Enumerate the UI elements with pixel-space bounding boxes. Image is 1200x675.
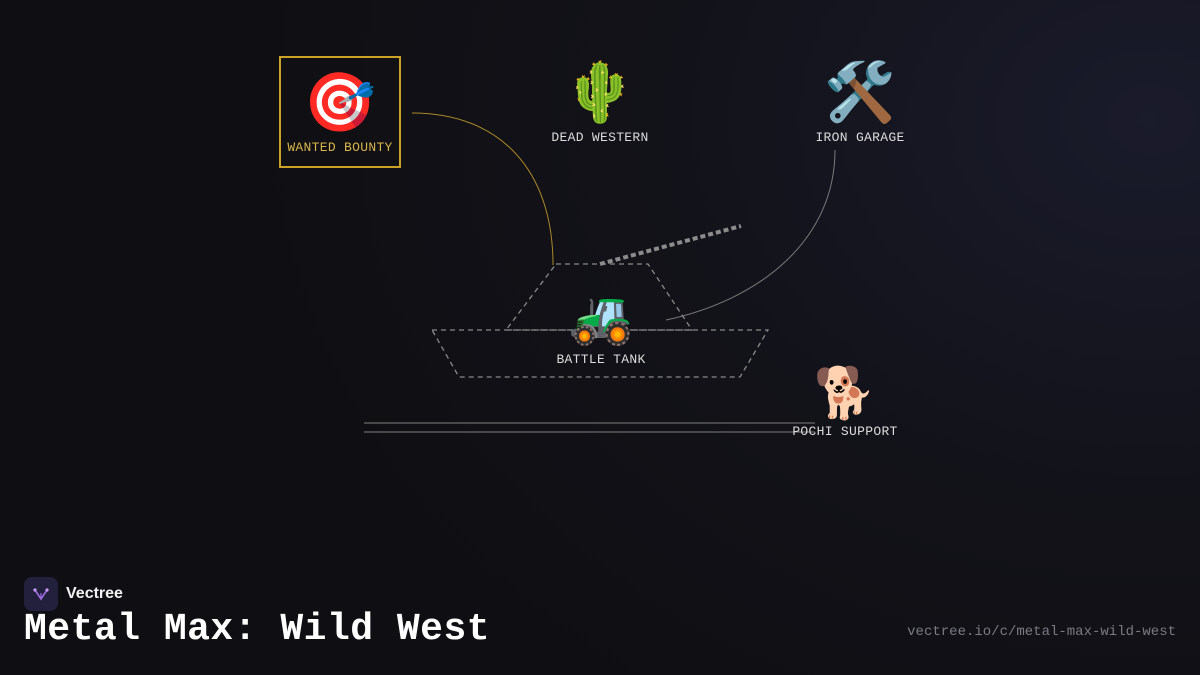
edge-garage-tank	[665, 149, 836, 321]
tank-hull-outline	[430, 329, 770, 378]
node-dead-western[interactable]: 🌵 DEAD WESTERN	[540, 60, 660, 145]
node-label: POCHI SUPPORT	[792, 424, 898, 439]
node-label: DEAD WESTERN	[551, 130, 649, 145]
brand[interactable]: Vectree	[24, 577, 123, 611]
node-label: IRON GARAGE	[815, 130, 905, 145]
tank-turret-outline	[504, 263, 694, 331]
vectree-logo-icon	[24, 577, 58, 611]
hammer-wrench-icon: 🛠️	[823, 58, 897, 126]
tank-barrel	[599, 224, 742, 266]
tractor-icon: 🚜	[568, 288, 634, 348]
node-label: BATTLE TANK	[556, 352, 646, 367]
brand-name: Vectree	[66, 585, 123, 602]
cactus-icon: 🌵	[563, 58, 637, 126]
edge-bounty-tank	[411, 112, 554, 266]
page-title: Metal Max: Wild West	[24, 608, 491, 651]
node-wanted-bounty[interactable]: 🎯 WANTED BOUNTY	[279, 56, 401, 168]
node-label: WANTED BOUNTY	[287, 140, 393, 155]
dog-icon: 🐕	[813, 364, 877, 422]
node-iron-garage[interactable]: 🛠️ IRON GARAGE	[800, 60, 920, 145]
node-pochi-support[interactable]: 🐕 POCHI SUPPORT	[780, 366, 910, 439]
source-url[interactable]: vectree.io/c/metal-max-wild-west	[907, 624, 1176, 640]
target-icon: 🎯	[303, 68, 377, 136]
node-battle-tank[interactable]: 🚜 BATTLE TANK	[541, 290, 661, 367]
